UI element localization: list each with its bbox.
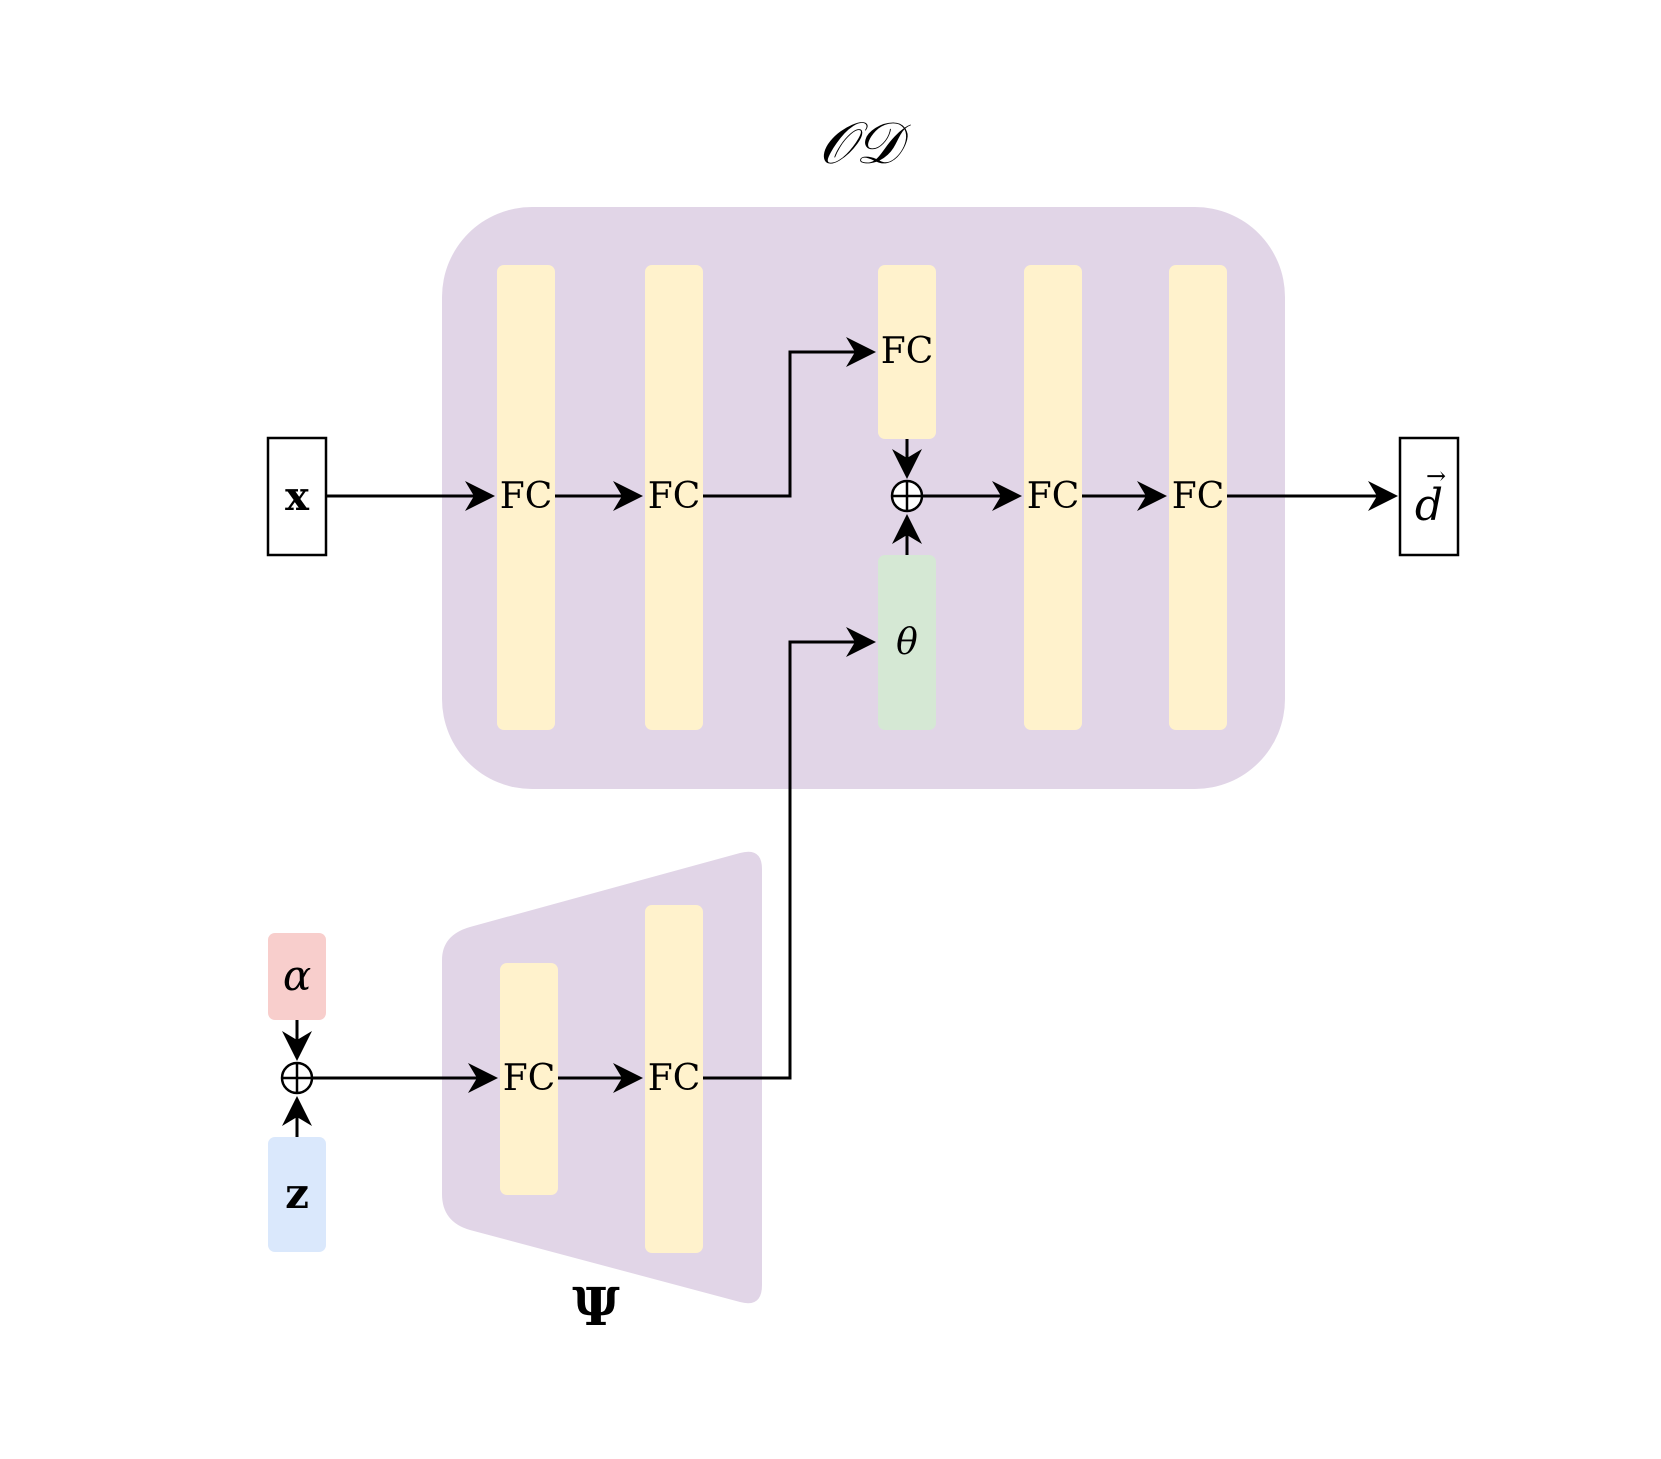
output-vector-arrow: → bbox=[1426, 462, 1446, 490]
psi-sum-operator bbox=[280, 1061, 314, 1095]
od-fc-label-2: FC bbox=[648, 476, 701, 517]
output-d-box bbox=[1398, 436, 1460, 557]
alpha-box bbox=[268, 933, 326, 1020]
z-label: z bbox=[285, 1169, 309, 1218]
psi-fc-label-1: FC bbox=[503, 1058, 556, 1099]
psi-fc-layer-1 bbox=[500, 963, 558, 1195]
od-title: 𝒪𝒟 bbox=[819, 109, 912, 177]
od-fc-layer-4 bbox=[1169, 265, 1227, 730]
input-x-label: x bbox=[285, 473, 310, 520]
input-x-box bbox=[266, 436, 328, 557]
od-fc-label-3: FC bbox=[1027, 476, 1080, 517]
psi-title: Ψ bbox=[572, 1277, 620, 1338]
od-fc-layer-top bbox=[878, 265, 936, 439]
psi-fc-layer-2 bbox=[645, 905, 703, 1253]
od-fc-layer-2 bbox=[645, 265, 703, 730]
psi-fc-label-2: FC bbox=[648, 1058, 701, 1099]
od-fc-layer-1 bbox=[497, 265, 555, 730]
alpha-label: α bbox=[283, 951, 311, 1000]
arrow-fc2-to-top-fc bbox=[703, 337, 876, 498]
od-sum-operator bbox=[890, 479, 924, 513]
od-container bbox=[442, 207, 1285, 789]
theta-block bbox=[878, 555, 936, 730]
od-fc-label-top: FC bbox=[881, 331, 934, 372]
arrow-psi-to-theta bbox=[703, 627, 876, 1080]
z-box bbox=[268, 1137, 326, 1252]
od-fc-label-4: FC bbox=[1172, 476, 1225, 517]
output-d-label: d bbox=[1415, 480, 1443, 531]
od-fc-label-1: FC bbox=[500, 476, 553, 517]
theta-label: θ bbox=[896, 622, 918, 663]
od-fc-layer-3 bbox=[1024, 265, 1082, 730]
